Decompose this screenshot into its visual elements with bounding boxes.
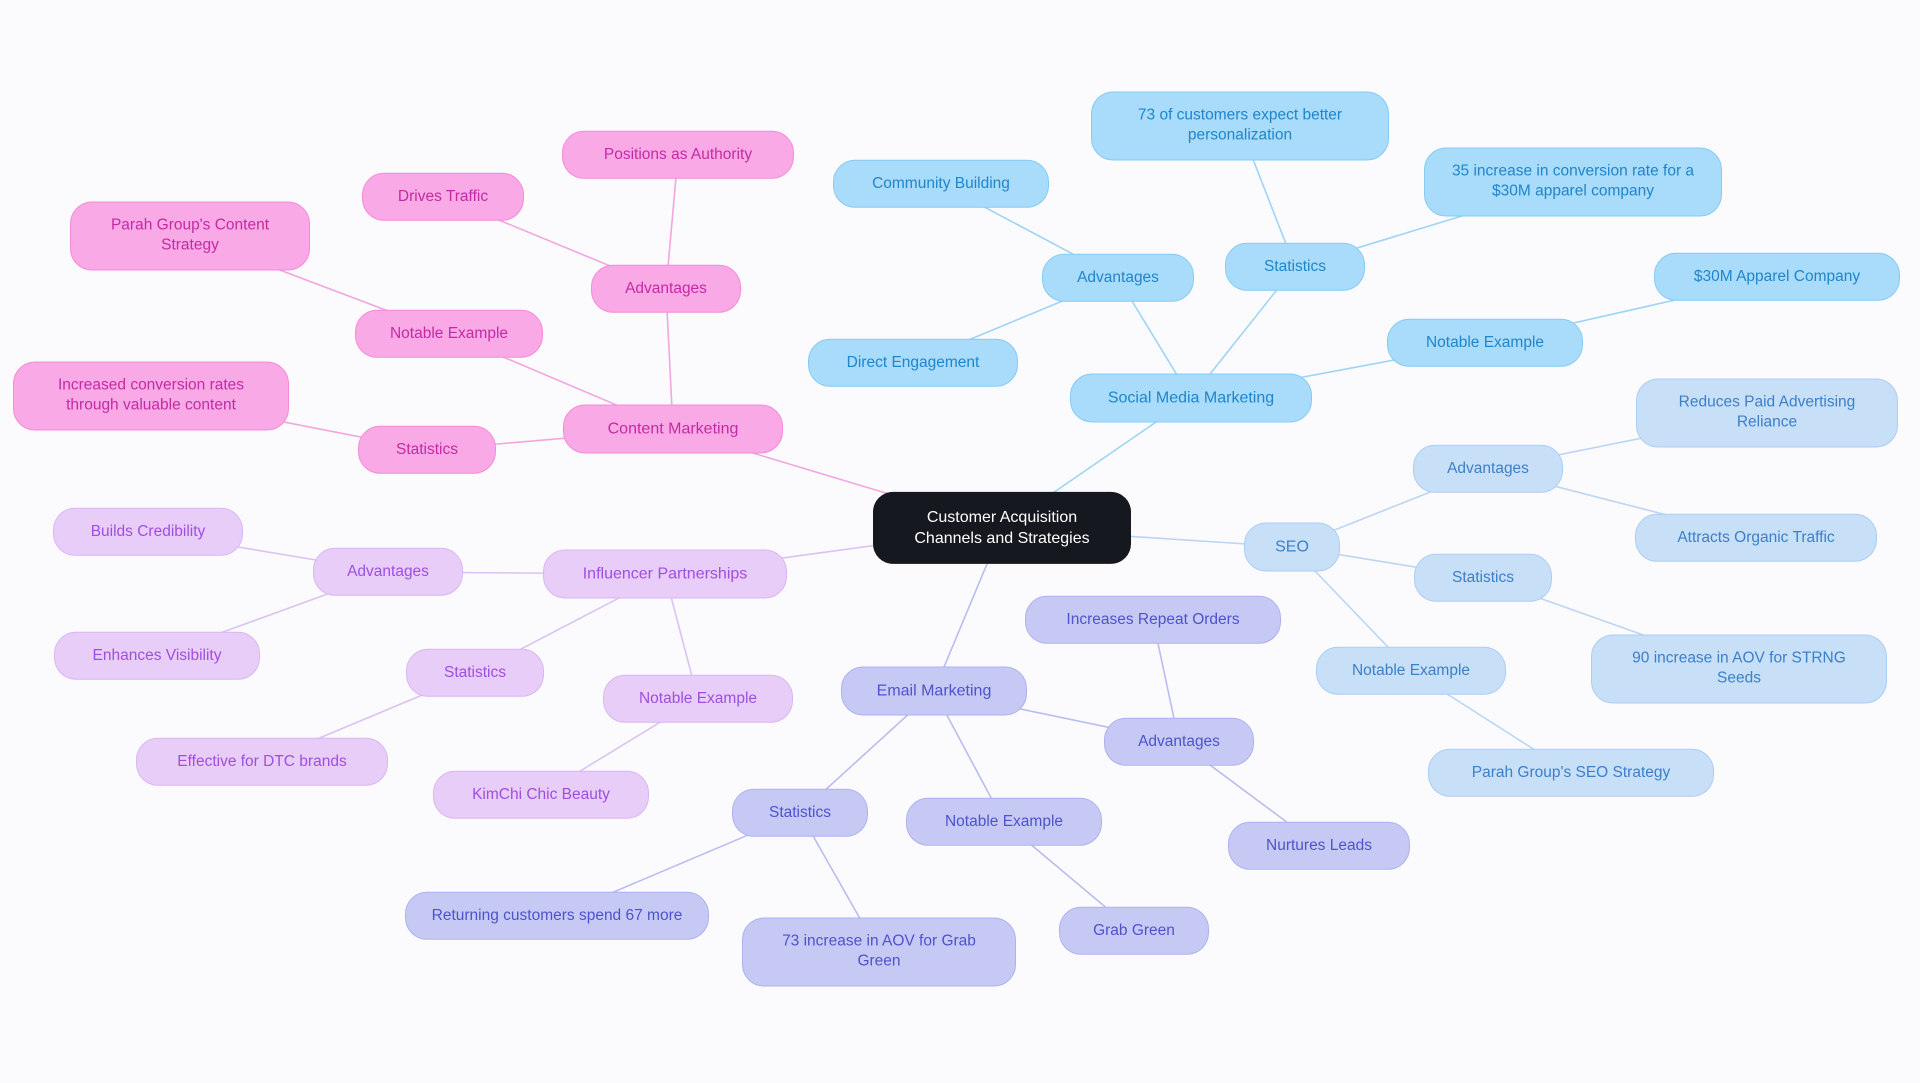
node-seo-advantages[interactable]: Advantages <box>1413 444 1563 494</box>
node-label-influencer-partnerships: Influencer Partnerships <box>582 565 748 583</box>
node-label-smm-apparel-company: $30M Apparel Company <box>1693 267 1861 285</box>
node-label-em-grab-green: Grab Green <box>1093 921 1175 939</box>
node-label-seo-advantages: Advantages <box>1447 459 1529 477</box>
node-label-inf-notable-example: Notable Example <box>638 689 758 707</box>
node-seo-organic-traffic[interactable]: Attracts Organic Traffic <box>1635 513 1877 563</box>
node-label-smm-conversion-rate: 35 increase in conversion rate for a $30… <box>1451 162 1695 200</box>
node-label-em-repeat-orders: Increases Repeat Orders <box>1066 610 1240 628</box>
node-inf-kimchi[interactable]: KimChi Chic Beauty <box>433 770 649 820</box>
node-label-em-advantages: Advantages <box>1138 732 1220 750</box>
node-cm-positions-authority[interactable]: Positions as Authority <box>562 130 794 180</box>
node-label-inf-kimchi: KimChi Chic Beauty <box>472 785 610 803</box>
node-label-smm-advantages: Advantages <box>1077 268 1159 286</box>
node-label-cm-advantages: Advantages <box>625 279 707 297</box>
node-label-inf-builds-credibility: Builds Credibility <box>90 522 206 540</box>
node-seo[interactable]: SEO <box>1244 522 1340 572</box>
node-label-inf-advantages: Advantages <box>347 562 429 580</box>
node-inf-dtc-brands[interactable]: Effective for DTC brands <box>136 737 388 787</box>
node-label-smm-personalization: 73 of customers expect better personaliz… <box>1137 106 1343 144</box>
node-em-repeat-orders[interactable]: Increases Repeat Orders <box>1025 595 1281 645</box>
node-label-content-marketing: Content Marketing <box>607 420 739 438</box>
node-seo-aov-strng[interactable]: 90 increase in AOV for STRNG Seeds <box>1591 634 1887 704</box>
node-label-inf-statistics: Statistics <box>443 663 506 681</box>
node-seo-notable-example[interactable]: Notable Example <box>1316 646 1506 696</box>
node-cm-statistics[interactable]: Statistics <box>358 425 496 475</box>
node-label-smm-statistics: Statistics <box>1263 257 1326 275</box>
node-label-smm-notable-example: Notable Example <box>1425 333 1545 351</box>
node-label-inf-dtc-brands: Effective for DTC brands <box>177 752 347 770</box>
node-label-cm-positions-authority: Positions as Authority <box>603 145 753 163</box>
node-label-seo-reduces-paid: Reduces Paid Advertising Reliance <box>1678 393 1856 431</box>
node-label-smm-direct-engagement: Direct Engagement <box>846 353 980 371</box>
node-label-email-marketing: Email Marketing <box>876 682 992 700</box>
node-smm-statistics[interactable]: Statistics <box>1225 242 1365 292</box>
node-label-em-statistics: Statistics <box>768 803 831 821</box>
node-label-seo-aov-strng: 90 increase in AOV for STRNG Seeds <box>1632 649 1846 687</box>
node-inf-notable-example[interactable]: Notable Example <box>603 674 793 724</box>
node-inf-enhances-visibility[interactable]: Enhances Visibility <box>54 631 260 681</box>
node-label-seo: SEO <box>1275 538 1309 556</box>
node-social-media-marketing[interactable]: Social Media Marketing <box>1070 373 1312 423</box>
node-em-notable-example[interactable]: Notable Example <box>906 797 1102 847</box>
node-smm-direct-engagement[interactable]: Direct Engagement <box>808 338 1018 388</box>
node-smm-personalization[interactable]: 73 of customers expect better personaliz… <box>1091 91 1389 161</box>
node-label-em-notable-example: Notable Example <box>944 812 1064 830</box>
node-cm-parah-strategy[interactable]: Parah Group's Content Strategy <box>70 201 310 271</box>
node-email-marketing[interactable]: Email Marketing <box>841 666 1027 716</box>
node-cm-increased-conversion[interactable]: Increased conversion rates through valua… <box>13 361 289 431</box>
node-label-cm-statistics: Statistics <box>395 440 458 458</box>
node-label-em-aov-grab-green: 73 increase in AOV for Grab Green <box>782 932 976 970</box>
node-label-seo-parah-strategy: Parah Group's SEO Strategy <box>1471 763 1671 781</box>
node-label-center: Customer Acquisition Channels and Strate… <box>914 508 1090 547</box>
node-label-cm-notable-example: Notable Example <box>389 324 509 342</box>
node-em-advantages[interactable]: Advantages <box>1104 717 1254 767</box>
node-seo-parah-strategy[interactable]: Parah Group's SEO Strategy <box>1428 748 1714 798</box>
node-smm-notable-example[interactable]: Notable Example <box>1387 318 1583 368</box>
node-inf-advantages[interactable]: Advantages <box>313 547 463 597</box>
node-smm-conversion-rate[interactable]: 35 increase in conversion rate for a $30… <box>1424 147 1722 217</box>
node-label-cm-parah-strategy: Parah Group's Content Strategy <box>110 216 270 254</box>
node-cm-advantages[interactable]: Advantages <box>591 264 741 314</box>
node-smm-community-building[interactable]: Community Building <box>833 159 1049 209</box>
node-cm-notable-example[interactable]: Notable Example <box>355 309 543 359</box>
node-em-returning-customers[interactable]: Returning customers spend 67 more <box>405 891 709 941</box>
node-em-grab-green[interactable]: Grab Green <box>1059 906 1209 956</box>
node-label-cm-increased-conversion: Increased conversion rates through valua… <box>57 376 245 414</box>
node-label-seo-statistics: Statistics <box>1451 568 1514 586</box>
node-label-seo-organic-traffic: Attracts Organic Traffic <box>1677 528 1835 546</box>
node-seo-statistics[interactable]: Statistics <box>1414 553 1552 603</box>
node-em-aov-grab-green[interactable]: 73 increase in AOV for Grab Green <box>742 917 1016 987</box>
node-label-em-nurtures-leads: Nurtures Leads <box>1266 836 1372 854</box>
node-label-seo-notable-example: Notable Example <box>1351 661 1471 679</box>
node-influencer-partnerships[interactable]: Influencer Partnerships <box>543 549 787 599</box>
node-inf-statistics[interactable]: Statistics <box>406 648 544 698</box>
node-em-statistics[interactable]: Statistics <box>732 788 868 838</box>
node-em-nurtures-leads[interactable]: Nurtures Leads <box>1228 821 1410 871</box>
node-center[interactable]: Customer Acquisition Channels and Strate… <box>873 491 1131 565</box>
node-label-smm-community-building: Community Building <box>872 174 1010 192</box>
node-smm-apparel-company[interactable]: $30M Apparel Company <box>1654 252 1900 302</box>
node-inf-builds-credibility[interactable]: Builds Credibility <box>53 507 243 557</box>
node-seo-reduces-paid[interactable]: Reduces Paid Advertising Reliance <box>1636 378 1898 448</box>
node-label-cm-drives-traffic: Drives Traffic <box>397 187 489 205</box>
node-label-em-returning-customers: Returning customers spend 67 more <box>431 906 683 924</box>
node-cm-drives-traffic[interactable]: Drives Traffic <box>362 172 524 222</box>
node-content-marketing[interactable]: Content Marketing <box>563 404 783 454</box>
node-smm-advantages[interactable]: Advantages <box>1042 253 1194 303</box>
node-label-inf-enhances-visibility: Enhances Visibility <box>92 646 222 664</box>
node-label-social-media-marketing: Social Media Marketing <box>1107 389 1275 407</box>
